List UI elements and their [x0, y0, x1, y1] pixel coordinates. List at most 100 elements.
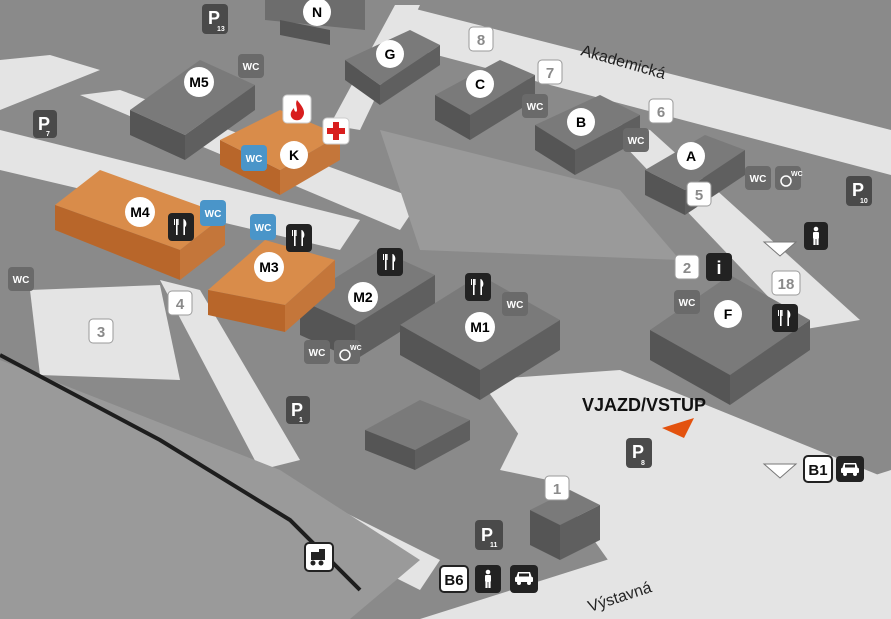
svg-text:F: F — [724, 306, 733, 322]
parking-signs: P13 P7 P10 P1 P8 P11 — [33, 4, 872, 550]
parking-1: P1 — [286, 396, 310, 424]
svg-text:7: 7 — [46, 131, 50, 138]
svg-text:M1: M1 — [470, 319, 490, 335]
svg-text:4: 4 — [176, 296, 185, 313]
svg-text:3: 3 — [97, 324, 105, 341]
svg-text:WC: WC — [750, 174, 767, 185]
wheelchair-wc-icon: WC — [775, 166, 803, 190]
wc-icon: WC — [250, 214, 276, 240]
restaurant-icon — [377, 248, 403, 276]
road-path-to-p8 — [500, 430, 690, 510]
gate-3: 3 — [88, 318, 114, 344]
svg-text:WC: WC — [628, 136, 645, 147]
svg-text:13: 13 — [217, 26, 225, 33]
gate-numbers: 8 7 6 5 2 18 4 3 1 — [88, 26, 801, 501]
wc-icon: WC — [674, 290, 700, 314]
svg-text:M3: M3 — [259, 259, 279, 275]
svg-text:P: P — [481, 525, 493, 545]
svg-text:11: 11 — [490, 542, 498, 549]
svg-text:5: 5 — [695, 187, 703, 204]
gate-7: 7 — [537, 59, 563, 85]
first-aid-icon — [322, 117, 350, 145]
label-m1: M1 — [465, 312, 495, 342]
wc-icon: WC — [304, 340, 330, 364]
svg-text:M4: M4 — [130, 204, 150, 220]
label-m4: M4 — [125, 197, 155, 227]
fire-icon — [282, 94, 312, 124]
svg-text:P: P — [291, 400, 303, 420]
gate-6: 6 — [648, 98, 674, 124]
svg-text:G: G — [385, 46, 396, 62]
gate-2: 2 — [674, 254, 700, 280]
road-lower-left — [160, 280, 300, 470]
svg-text:P: P — [852, 180, 864, 200]
restaurant-icon — [286, 224, 312, 252]
svg-text:B6: B6 — [444, 572, 463, 589]
label-c: C — [466, 70, 494, 98]
building-1-tower — [530, 490, 600, 560]
wheelchair-wc-icon: WC — [334, 340, 362, 364]
svg-text:18: 18 — [778, 276, 795, 293]
svg-text:B: B — [576, 114, 586, 130]
entrance-label: VJAZD/VSTUP — [582, 395, 706, 415]
wc-blue-icons: WC WC WC — [200, 145, 276, 240]
label-m3: M3 — [254, 252, 284, 282]
wc-icon: WC — [238, 54, 264, 78]
svg-text:i: i — [716, 258, 721, 278]
restaurant-icon — [772, 304, 798, 332]
svg-text:WC: WC — [13, 275, 30, 286]
building-labels: N G C B A M5 K M4 M3 M2 M1 F — [125, 0, 742, 342]
building-m5 — [130, 60, 255, 160]
svg-text:2: 2 — [683, 260, 691, 277]
train-icon — [304, 542, 334, 572]
code-b6: B6 — [439, 565, 469, 593]
car-icon — [836, 456, 864, 482]
svg-text:N: N — [312, 4, 322, 20]
car-icon — [510, 565, 538, 593]
wc-icon: WC — [200, 200, 226, 226]
svg-text:M5: M5 — [189, 74, 209, 90]
restaurant-icons — [168, 213, 798, 332]
arrow-down-icon — [762, 463, 798, 479]
person-icon — [475, 565, 501, 593]
label-a: A — [677, 142, 705, 170]
road-left-edge — [0, 55, 100, 110]
entrance-marker-icon — [662, 418, 694, 438]
svg-text:WC: WC — [309, 348, 326, 359]
accessible-wc-icons: WC WC — [334, 166, 803, 364]
wc-icon: WC — [745, 166, 771, 190]
building-small-south — [365, 400, 470, 470]
svg-text:B1: B1 — [808, 462, 827, 479]
label-k: K — [280, 141, 308, 169]
label-m5: M5 — [184, 67, 214, 97]
wc-icon: WC — [522, 94, 548, 118]
restaurant-icon — [168, 213, 194, 241]
restaurant-icon — [465, 273, 491, 301]
label-n: N — [303, 0, 331, 26]
parking-8: P8 — [626, 438, 652, 468]
svg-text:WC: WC — [791, 171, 803, 178]
wc-icon: WC — [623, 128, 649, 152]
svg-text:WC: WC — [255, 223, 272, 234]
arrow-down-icon — [762, 241, 798, 257]
gate-4: 4 — [167, 290, 193, 316]
svg-text:C: C — [475, 76, 485, 92]
svg-text:WC: WC — [527, 102, 544, 113]
wc-icon: WC — [502, 292, 528, 316]
svg-text:10: 10 — [860, 198, 868, 205]
gate-18: 18 — [771, 270, 801, 296]
label-m2: M2 — [348, 282, 378, 312]
svg-text:1: 1 — [553, 481, 561, 498]
svg-text:7: 7 — [546, 65, 554, 82]
svg-text:WC: WC — [507, 300, 524, 311]
svg-text:P: P — [38, 114, 50, 134]
svg-text:6: 6 — [657, 104, 665, 121]
svg-text:WC: WC — [205, 209, 222, 220]
svg-text:A: A — [686, 148, 696, 164]
svg-text:1: 1 — [299, 417, 303, 424]
gate-5: 5 — [686, 181, 712, 207]
info-icon: i — [706, 253, 732, 281]
svg-text:WC: WC — [246, 154, 263, 165]
wc-icon: WC — [8, 267, 34, 291]
